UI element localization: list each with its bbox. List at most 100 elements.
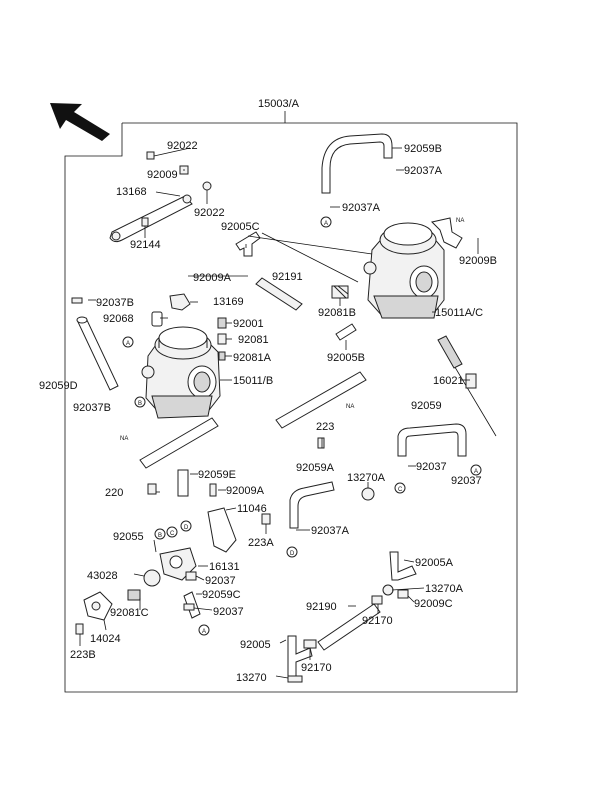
label-92059c: 92059C <box>202 589 241 601</box>
label-14024: 14024 <box>90 633 121 645</box>
na-tag-1: NA <box>456 218 464 224</box>
label-92037a-mid: 92037A <box>342 202 381 214</box>
label-92037b: 92037B <box>96 297 134 309</box>
callout-a2: A <box>324 221 328 227</box>
clip-13270a-top <box>361 487 375 501</box>
callout-d1: D <box>184 525 189 531</box>
clip-13270a-right <box>382 584 394 596</box>
label-13270a-top: 13270A <box>347 472 386 484</box>
carburetor-left <box>141 326 221 419</box>
label-92170-a: 92170 <box>362 615 393 627</box>
bracket-13168 <box>109 151 212 243</box>
rod-92191 <box>255 277 303 311</box>
label-220: 220 <box>105 487 123 499</box>
callout-d2: D <box>290 551 295 557</box>
label-13169: 13169 <box>213 296 244 308</box>
part-92081 <box>217 333 227 345</box>
callout-c1: C <box>170 531 175 537</box>
label-92022-a: 92022 <box>167 140 198 152</box>
label-92037a-bot: 92037A <box>311 525 350 537</box>
label-13270a-right: 13270A <box>425 583 464 595</box>
hose-92059b <box>321 133 393 194</box>
label-15011ac: 15011A/C <box>435 307 483 319</box>
fitting-92005c <box>235 231 261 257</box>
callout-c2: C <box>398 487 403 493</box>
label-223a: 223A <box>248 537 274 549</box>
part-16021 <box>465 373 477 389</box>
label-92005b: 92005B <box>327 352 365 364</box>
label-43028: 43028 <box>87 570 118 582</box>
label-92037a-top: 92037A <box>404 165 443 177</box>
screw-223 <box>317 437 325 449</box>
label-92009: 92009 <box>147 169 178 181</box>
label-11046: 11046 <box>237 503 267 515</box>
callout-a3: A <box>202 629 206 635</box>
label-92059: 92059 <box>411 400 442 412</box>
label-15011b: 15011/B <box>233 375 273 387</box>
clamp-92170b <box>303 639 317 649</box>
hose-92059e <box>177 469 189 497</box>
part-92081c <box>127 589 141 601</box>
hose-92059d <box>77 317 119 391</box>
callout-a4: A <box>474 469 478 475</box>
bracket-11046 <box>207 507 237 553</box>
screw-92009a <box>209 483 217 497</box>
label-92081c: 92081C <box>110 607 149 619</box>
label-92081: 92081 <box>238 334 269 346</box>
hose-92059a <box>289 481 335 529</box>
assembly-label: 15003/A <box>258 98 300 110</box>
clip-13270 <box>287 675 303 683</box>
fitting-92005b <box>335 323 357 341</box>
label-92190: 92190 <box>306 601 337 613</box>
part-13169 <box>169 293 191 311</box>
part-92001 <box>217 317 227 329</box>
leader-lines <box>79 147 479 679</box>
link-plate-left <box>139 417 219 469</box>
screw-223a <box>261 513 271 525</box>
label-92037-r2: 92037 <box>451 475 482 487</box>
label-92037-c1: 92037 <box>205 575 236 587</box>
carburetor-right <box>363 217 463 319</box>
label-92191: 92191 <box>272 271 303 283</box>
label-92009a-bot: 92009A <box>226 485 265 497</box>
label-92081b: 92081B <box>318 307 356 319</box>
label-13168: 13168 <box>116 186 147 198</box>
screw-223b <box>75 623 84 635</box>
label-92009c: 92009C <box>414 598 453 610</box>
clamp-92037-c1 <box>185 571 197 581</box>
label-92037-c2: 92037 <box>213 606 244 618</box>
part-92081a <box>218 351 226 361</box>
label-92037-r1: 92037 <box>416 461 447 473</box>
na-tags: NA NA NA <box>120 218 464 442</box>
clamp-92170a <box>371 595 383 605</box>
label-92005c: 92005C <box>221 221 260 233</box>
label-92059d: 92059D <box>39 380 78 392</box>
screw-220 <box>147 483 157 495</box>
part-92068 <box>151 311 163 327</box>
na-tag-3: NA <box>120 436 128 442</box>
link-plate-right <box>275 371 367 429</box>
label-92055: 92055 <box>113 531 144 543</box>
screw-92009c <box>397 589 409 599</box>
label-92037b-2: 92037B <box>73 402 111 414</box>
label-223: 223 <box>316 421 334 433</box>
label-92005: 92005 <box>240 639 271 651</box>
label-92059e: 92059E <box>198 469 236 481</box>
label-92009a-top: 92009A <box>193 272 232 284</box>
label-92009b: 92009B <box>459 255 497 267</box>
na-tag-2: NA <box>346 404 354 410</box>
label-92144: 92144 <box>130 239 161 251</box>
label-16131: 16131 <box>209 561 240 573</box>
callouts: A A A B C D C D B A <box>122 216 482 636</box>
label-92022-b: 92022 <box>194 207 225 219</box>
label-92059b: 92059B <box>404 143 442 155</box>
callout-b2: B <box>138 401 142 407</box>
fitting-92005a <box>389 551 417 581</box>
label-92001: 92001 <box>233 318 264 330</box>
label-16021: 16021 <box>433 375 464 387</box>
clamp-92037-c2 <box>183 603 195 611</box>
part-43028 <box>143 569 161 587</box>
part-labels: 92022 92009 13168 92022 92144 92005C 920… <box>39 140 497 684</box>
label-223b: 223B <box>70 649 96 661</box>
